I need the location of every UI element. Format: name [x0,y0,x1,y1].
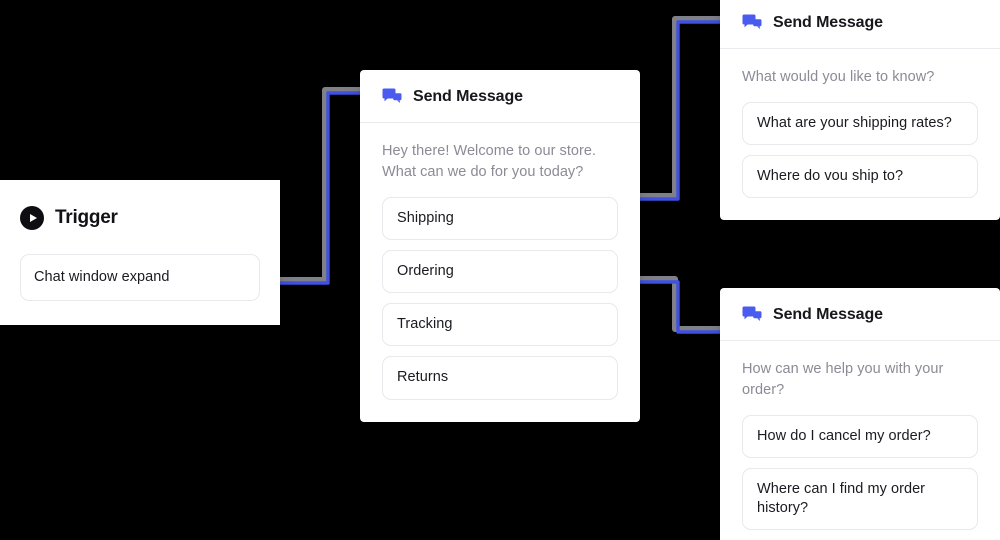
connector-main-to-top-shadow [637,16,722,199]
card-body: How can we help you with your order? How… [720,341,1000,540]
card-header: Send Message [360,70,640,123]
trigger-body: Chat window expand [0,230,280,302]
message-option[interactable]: What are your shipping rates? [742,102,978,146]
connector-main-to-bottom-shadow [637,276,722,332]
message-option[interactable]: Where can I find my order history? [742,468,978,531]
trigger-header: Trigger [0,180,280,230]
card-title: Send Message [773,14,883,31]
trigger-title: Trigger [55,207,118,228]
prompt-text: What would you like to know? [742,69,935,85]
card-header: Send Message [720,288,1000,341]
card-header: Send Message [720,0,1000,49]
message-option[interactable]: Shipping [382,197,618,241]
message-option[interactable]: How do I cancel my order? [742,415,978,459]
card-body: Hey there! Welcome to our store. What ca… [360,123,640,422]
chat-bubbles-icon [742,14,762,29]
send-message-node-main[interactable]: Send Message Hey there! Welcome to our s… [360,70,640,422]
card-title: Send Message [413,88,523,105]
connector-trigger-to-main [278,91,366,285]
prompt-text: How can we help you with your order? [742,361,944,399]
connector-trigger-to-main-shadow [278,87,362,283]
card-body: What would you like to know? What are yo… [720,49,1000,220]
connector-main-to-top [637,20,726,201]
message-option[interactable]: Tracking [382,303,618,347]
play-circle-icon [20,206,44,230]
trigger-node[interactable]: Trigger Chat window expand [0,180,280,325]
chat-bubbles-icon [742,306,762,321]
message-option[interactable]: Where do vou ship to? [742,155,978,199]
card-title: Send Message [773,306,883,323]
message-option[interactable]: Ordering [382,250,618,294]
send-message-node-bottom[interactable]: Send Message How can we help you with yo… [720,288,1000,540]
message-option[interactable]: Returns [382,356,618,400]
trigger-option[interactable]: Chat window expand [20,254,260,302]
send-message-node-top[interactable]: Send Message What would you like to know… [720,0,1000,221]
connector-main-to-bottom [637,280,726,334]
prompt-text: Hey there! Welcome to our store. What ca… [382,143,597,181]
chat-bubbles-icon [382,88,402,103]
